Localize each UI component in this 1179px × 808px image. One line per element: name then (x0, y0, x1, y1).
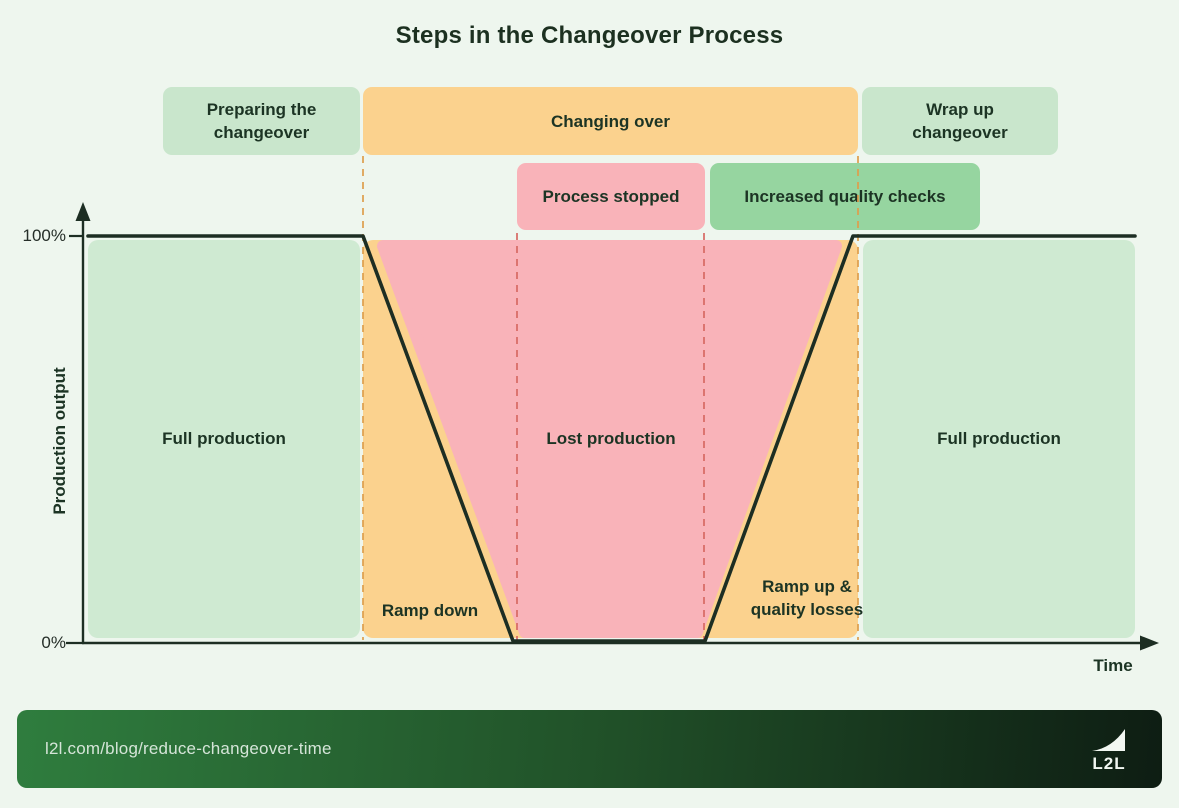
logo-swoosh-icon (1092, 729, 1125, 751)
phase-band-changing-over-label: Changing over (550, 111, 670, 131)
phase-band-wrap-up: Wrap up changeover (862, 87, 1058, 155)
lost-production-label: Lost production (546, 429, 676, 448)
page-title: Steps in the Changeover Process (395, 22, 784, 49)
phase-band-preparing-label: Preparing the changeover (206, 100, 317, 142)
phase-band-changing-over: Changing over (363, 87, 858, 155)
x-axis-arrow-icon (1140, 635, 1159, 651)
phase-band-quality-checks-label: Increased quality checks (744, 187, 946, 206)
full-production-right-label: Full production (937, 429, 1061, 448)
phase-band-process-stopped-label: Process stopped (542, 187, 680, 206)
footer-banner: l2l.com/blog/reduce-changeover-time L2L (17, 710, 1162, 788)
x-axis-label: Time (1093, 656, 1133, 675)
footer-url: l2l.com/blog/reduce-changeover-time (45, 739, 332, 758)
ramp-down-label: Ramp down (381, 601, 479, 620)
y-axis-label: Production output (50, 367, 69, 515)
full-production-left-region (88, 240, 360, 638)
y-axis-arrow-icon (75, 202, 91, 221)
full-production-left-label: Full production (162, 429, 286, 448)
phase-band-preparing: Preparing the changeover (163, 87, 360, 155)
production-line (86, 234, 1137, 643)
phase-band-process-stopped: Process stopped (517, 163, 705, 230)
lost-production-region (377, 240, 842, 638)
full-production-right-region (863, 240, 1135, 638)
phase-band-quality-checks: Increased quality checks (710, 163, 980, 230)
logo-text: L2L (1092, 754, 1125, 773)
phase-band-wrap-up-label: Wrap up changeover (912, 100, 1008, 142)
y-tick-0-label: 0% (41, 633, 66, 652)
y-tick-100-label: 100% (22, 226, 66, 245)
ramp-up-label: Ramp up & quality losses (750, 577, 864, 619)
l2l-logo: L2L (1092, 729, 1125, 773)
